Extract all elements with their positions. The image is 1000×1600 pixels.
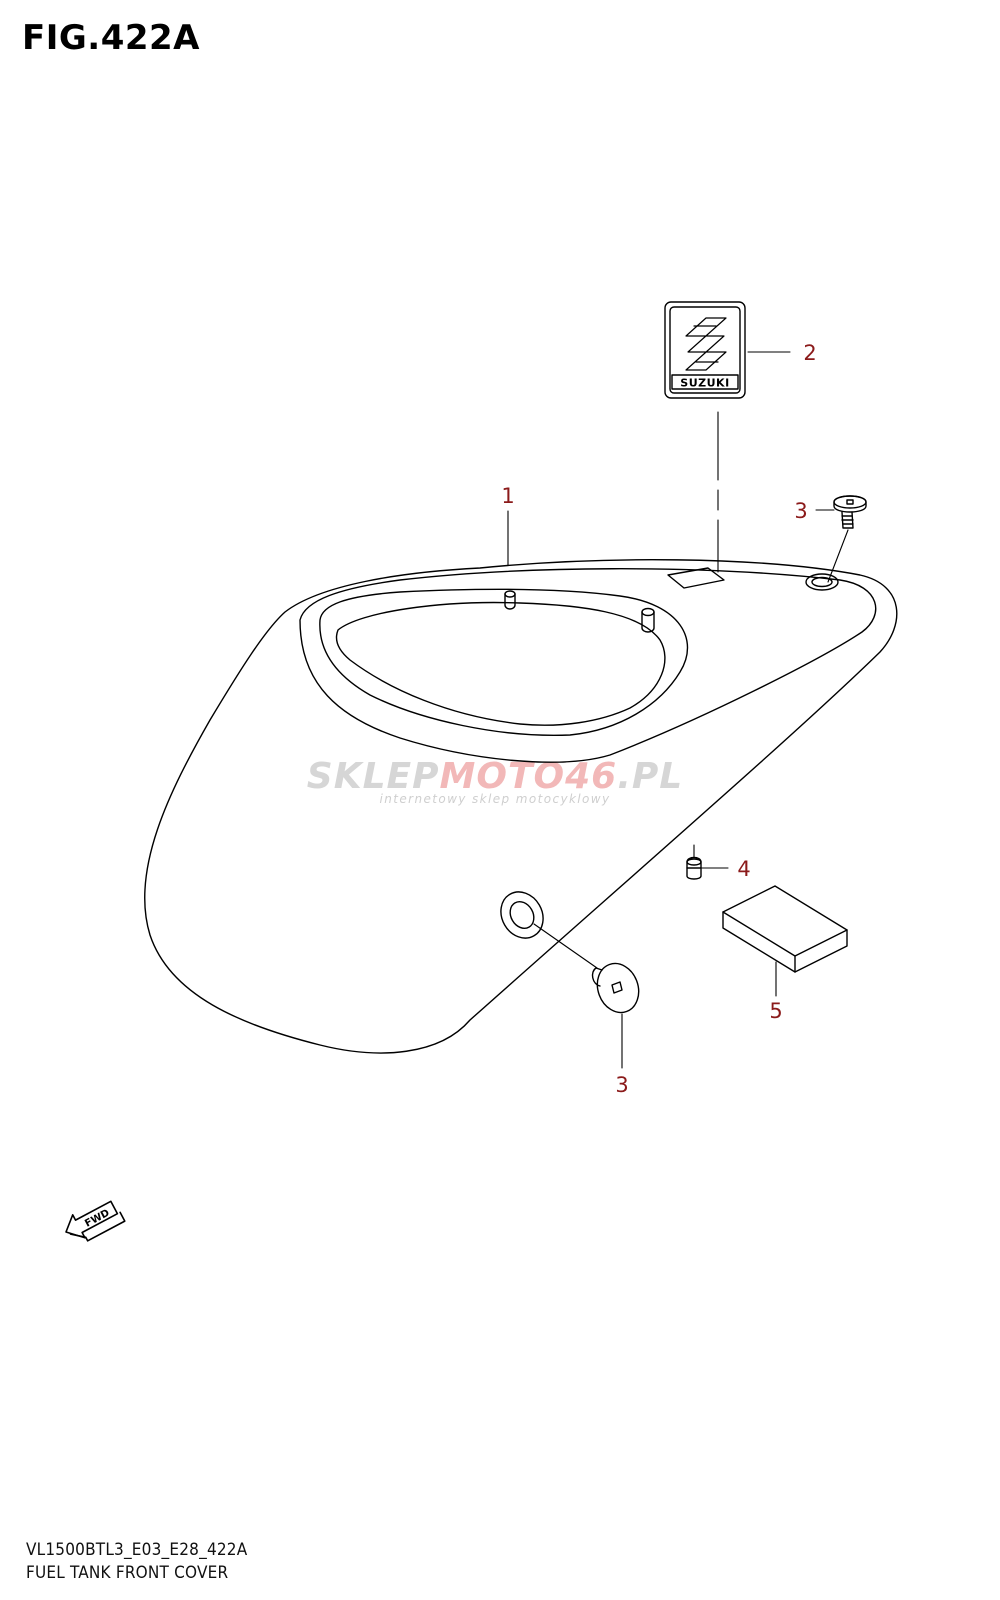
callout-5: 5 [769,999,782,1023]
footer-caption: FUEL TANK FRONT COVER [26,1563,229,1583]
screw-bottom-head [596,962,640,1014]
leader-lines [507,351,849,1069]
screw-top-socket [846,499,854,505]
pad-top-face [722,885,848,957]
cover-opening-inner [335,601,666,726]
fwd-arrow-icon: FWD [65,1200,126,1242]
watermark-part-a: SKLEP [306,756,440,797]
suzuki-emblem-icon [685,317,727,371]
watermark: SKLEPMOTO46.PL [305,756,685,797]
foam-pad[interactable] [722,885,848,973]
clip-body [686,856,702,880]
screw-hole-top [805,573,839,591]
pad-side-face [794,929,848,973]
cover-outline [143,559,898,1054]
leader-3-bottom-to-grommet [533,923,598,969]
screw-bottom[interactable] [591,958,646,1019]
screw-top-thread [841,515,854,525]
emblem-recess [667,567,725,589]
callout-2: 2 [803,341,816,365]
leader-3-top-to-hole [827,529,849,583]
footer-model-code: VL1500BTL3_E03_E28_422A [26,1540,248,1560]
pad-front-face [722,911,796,973]
emblem-text: SUZUKI [680,377,729,390]
cover-opening-outer [319,588,689,737]
mount-boss-left [504,593,516,610]
clip-top [686,858,702,866]
screw-top-head [833,495,867,509]
screw-hole-top-inner [811,576,833,588]
mount-boss-right [641,611,655,633]
emblem-text-band [671,374,739,390]
emblem-frame-inner [669,306,741,394]
emblem-frame-outer [664,301,746,399]
clip-nut[interactable] [686,856,702,880]
watermark-part-c: 46 [565,756,618,797]
cover-rim-inner [299,568,877,763]
screw-top[interactable] [833,495,867,529]
screw-bottom-shank [591,967,603,987]
fuel-tank-front-cover[interactable] [143,559,898,1054]
callout-3-top: 3 [794,499,807,523]
figure-title: FIG.422A [22,18,200,58]
mount-boss-left-top [504,590,516,598]
watermark-subtitle: internetowy sklep motocyklowy [379,792,611,806]
grommet-lower-inner [509,900,535,930]
callout-4: 4 [737,857,750,881]
screw-bottom-socket [611,981,623,994]
callout-1: 1 [501,484,514,508]
mount-boss-right-top [641,607,655,617]
callout-3-bottom: 3 [615,1073,628,1097]
grommet-lower [500,891,544,939]
watermark-part-d: .PL [617,756,684,797]
suzuki-emblem[interactable]: SUZUKI [664,301,746,399]
